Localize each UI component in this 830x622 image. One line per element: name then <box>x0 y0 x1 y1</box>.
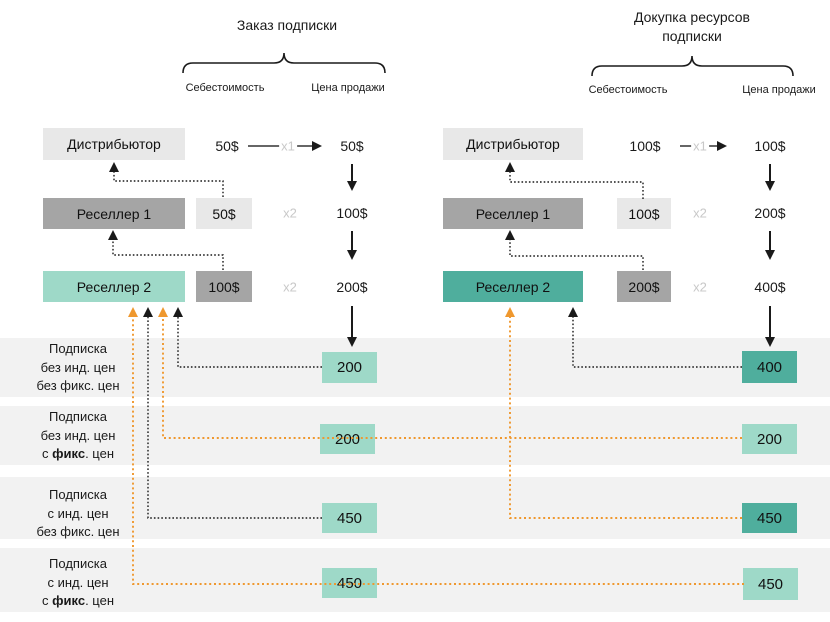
distributor-box-left: Дистрибьютор <box>43 128 185 160</box>
multiplier-x2-left-2: x2 <box>281 279 299 295</box>
multiplier-x2-right-1: x2 <box>691 205 709 221</box>
reseller2-price-right: 400$ <box>754 279 786 295</box>
reseller2-box-left: Реселлер 2 <box>43 271 185 302</box>
row1-right-value-box: 400 <box>742 351 797 383</box>
multiplier-x2-right-2: x2 <box>691 279 709 295</box>
distributor-cost-right: 100$ <box>629 138 661 154</box>
reseller1-cost-box-right: 100$ <box>617 198 671 229</box>
subscription-row-1-label: Подписка без инд. цен без фикс. цен <box>36 341 120 393</box>
row4-left-value-box: 450 <box>322 568 377 598</box>
cost-link-left-1 <box>109 162 224 197</box>
section-title-order: Заказ подписки <box>236 17 338 33</box>
reseller1-price-left: 100$ <box>336 205 368 221</box>
row2-left-value-box: 200 <box>320 424 375 454</box>
left-cost-column-label: Себестоимость <box>185 82 265 94</box>
right-price-column-label: Цена продажи <box>742 84 816 96</box>
reseller2-cost-box-right: 200$ <box>617 271 671 302</box>
section-title-addon-line1: Докупка ресурсов <box>634 9 750 25</box>
left-price-column-label: Цена продажи <box>311 82 385 94</box>
reseller1-price-right: 200$ <box>754 205 786 221</box>
distributor-price-left: 50$ <box>340 138 364 154</box>
row2-right-value-box: 200 <box>742 424 797 454</box>
reseller2-cost-box-left: 100$ <box>196 271 252 302</box>
reseller2-box-right: Реселлер 2 <box>443 271 583 302</box>
multiplier-x1-left: x1 <box>279 138 297 154</box>
cost-link-right-2 <box>505 230 644 270</box>
distributor-box-right: Дистрибьютор <box>443 128 583 160</box>
reseller1-box-left: Реселлер 1 <box>43 198 185 229</box>
brace-left-section <box>182 52 386 74</box>
row1-left-value-box: 200 <box>322 352 377 383</box>
row3-right-value-box: 450 <box>742 503 797 533</box>
multiplier-x2-left-1: x2 <box>281 205 299 221</box>
multiplier-x1-right: x1 <box>691 138 709 154</box>
right-cost-column-label: Себестоимость <box>588 84 668 96</box>
cost-link-left-2 <box>108 230 224 270</box>
brace-right-section <box>591 55 794 77</box>
distributor-price-right: 100$ <box>754 138 786 154</box>
row4-right-value-box: 450 <box>743 568 798 600</box>
distributor-cost-left: 50$ <box>215 138 239 154</box>
section-title-addon-line2: подписки <box>662 28 722 44</box>
section-title-addon: Докупка ресурсов подписки <box>634 8 750 46</box>
subscription-row-4-label: Подписка с инд. цен с фикс. цен <box>42 556 114 608</box>
row3-left-value-box: 450 <box>322 503 377 533</box>
reseller1-cost-box-left: 50$ <box>196 198 252 229</box>
subscription-row-2-label: Подписка без инд. цен с фикс. цен <box>40 409 116 461</box>
reseller1-box-right: Реселлер 1 <box>443 198 583 229</box>
subscription-row-3-label: Подписка с инд. цен без фикс. цен <box>36 487 120 539</box>
cost-link-right-1 <box>505 162 644 199</box>
reseller2-price-left: 200$ <box>336 279 368 295</box>
